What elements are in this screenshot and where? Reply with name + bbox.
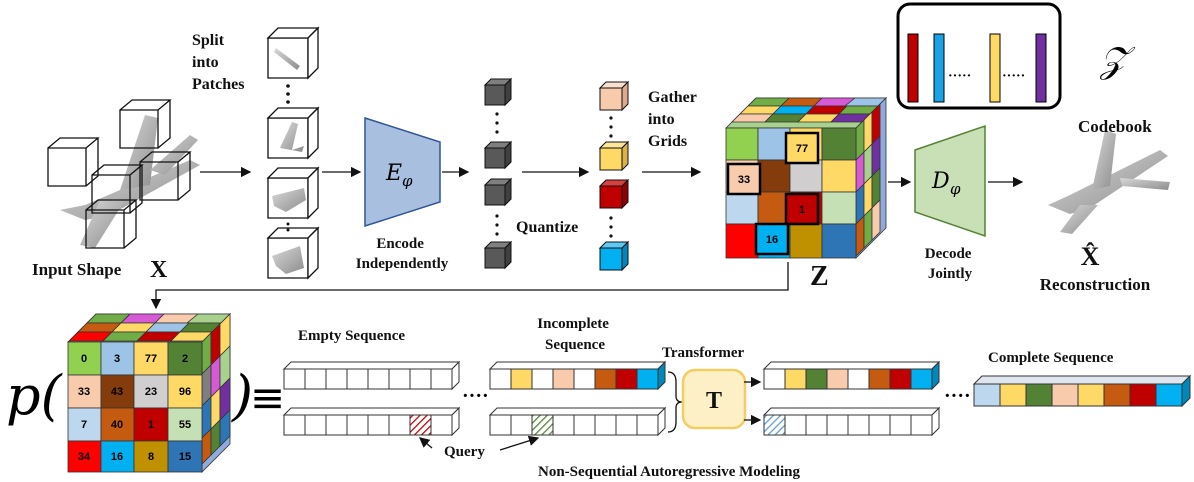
big-cube-label: 1 [799, 204, 805, 216]
decoder-symbol: D [931, 169, 950, 194]
ellipsis: ···· [944, 385, 971, 407]
z-symbol: Z [810, 261, 829, 292]
codebook-symbol: 𝒵 [1099, 40, 1136, 81]
encoder-symbol: E [385, 161, 402, 186]
recon-symbol: X̂ [1081, 242, 1100, 271]
grid-cell-label: 7 [81, 419, 87, 431]
query-arrow-left [419, 437, 433, 449]
decode-label: Decode Jointly [925, 246, 975, 282]
grid-cube: 0 3 77 2 33 43 23 96 7 40 1 55 34 16 8 1… [67, 313, 231, 473]
encoder: E φ Encode Independently [356, 116, 449, 272]
query-hatch-icon [531, 414, 554, 436]
incomplete-sequence-label: Incomplete Sequence [537, 316, 612, 353]
query-arrow-right [499, 435, 540, 451]
grid-cell-label: 1 [148, 419, 154, 431]
ellipsis: ···· [462, 385, 489, 407]
empty-sequence-bottom [282, 406, 461, 437]
grid-cell-label: 3 [114, 353, 120, 365]
latent-cubes [483, 77, 513, 270]
encoder-subscript: φ [402, 172, 413, 190]
codebook-dots: ····· [948, 69, 971, 84]
codebook: ····· ····· 𝒵 Codebook [896, 2, 1152, 136]
big-cube-label: 77 [796, 143, 808, 155]
input-shape: Input Shape X [32, 99, 200, 283]
big-cube-label: 33 [738, 174, 750, 186]
output-sequence-top [762, 360, 941, 391]
grid-cell-label: 43 [111, 386, 123, 398]
complete-sequence [972, 374, 1192, 408]
empty-sequence-label: Empty Sequence [298, 328, 405, 344]
decoder: D φ Decode Jointly [914, 124, 986, 282]
encode-label: Encode Independently [356, 236, 449, 272]
grid-cell-label: 77 [145, 353, 157, 365]
grid-cell-label: 2 [182, 353, 188, 365]
reconstruction: X̂ Reconstruction [1040, 130, 1170, 294]
query-hatch-icon [409, 414, 432, 436]
transformer-block [681, 368, 747, 430]
query-label: Query [444, 444, 485, 460]
grid-cell-label: 16 [111, 451, 123, 463]
split-label: Split into Patches [192, 32, 244, 93]
transformer-label: Transformer [662, 345, 745, 361]
quantize-label: Quantize [516, 219, 578, 236]
input-shape-label: Input Shape [32, 260, 122, 279]
gather-label: Gather into Grids [648, 89, 701, 150]
footer-label: Non-Sequential Autoregressive Modeling [538, 464, 800, 480]
codebook-dots: ····· [1002, 69, 1025, 84]
input-symbol: X [150, 257, 168, 283]
decoder-subscript: φ [950, 180, 961, 198]
transformer-symbol: T [706, 388, 722, 414]
grid-cell-label: 15 [179, 451, 191, 463]
grid-cell-label: 8 [148, 451, 154, 463]
empty-sequence-top [282, 360, 461, 391]
incomplete-sequence-top [488, 360, 667, 391]
query-hatch-icon [763, 414, 786, 436]
quantized-cubes [598, 80, 630, 272]
grid-cell-label: 33 [78, 386, 90, 398]
incomplete-sequence-bottom [488, 406, 667, 437]
grid-cell-label: 23 [145, 386, 157, 398]
latent-cube-icon [483, 77, 513, 270]
patch-dots [286, 84, 290, 232]
output-sequence-bottom [762, 406, 941, 437]
codebook-label: Codebook [1078, 117, 1152, 136]
grid-cell-label: 34 [78, 451, 91, 463]
reconstruction-label: Reconstruction [1040, 275, 1151, 294]
grid-cell-label: 40 [111, 419, 123, 431]
arrow-grid-to-sequence [150, 262, 789, 310]
split-patches: Split into Patches [192, 26, 320, 280]
latent-grid-cube: 77 33 1 16 [725, 97, 887, 259]
sequence-brace [667, 371, 683, 433]
big-cube-label: 16 [766, 234, 778, 246]
complete-sequence-label: Complete Sequence [988, 350, 1114, 366]
grid-cell-label: 55 [179, 419, 191, 431]
p-close-symbol: ) [231, 364, 253, 427]
equiv-symbol: ≡ [250, 373, 285, 422]
p-symbol: p( [6, 364, 64, 427]
grid-cell-label: 0 [81, 353, 87, 365]
grid-cell-label: 96 [179, 386, 191, 398]
airplane-shape-icon [1048, 130, 1170, 234]
